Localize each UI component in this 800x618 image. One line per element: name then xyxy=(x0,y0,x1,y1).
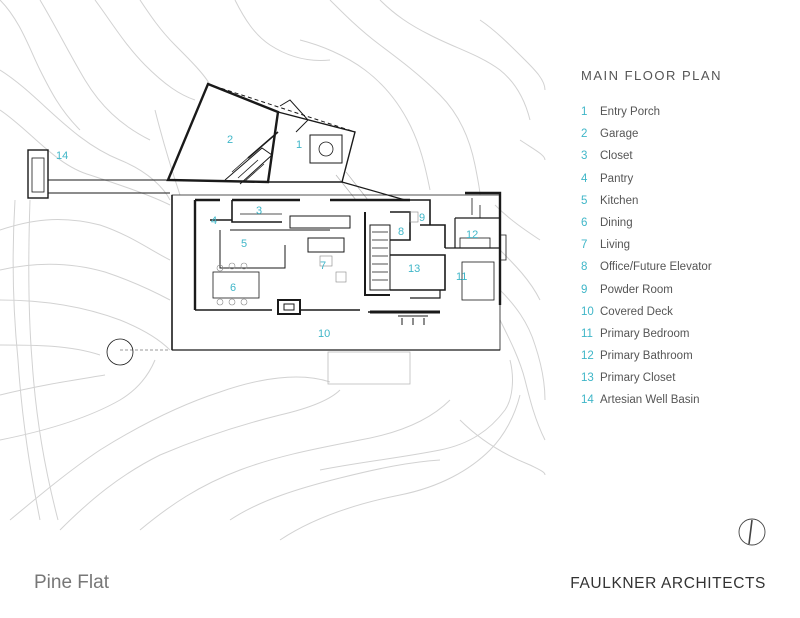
legend-item-4: 4 Pantry xyxy=(581,173,712,195)
artesian-well-basin xyxy=(27,149,170,199)
legend-number: 9 xyxy=(581,283,588,296)
legend-number: 3 xyxy=(581,150,588,163)
room-number-labels: 1 2 3 4 5 6 7 8 9 10 11 12 13 14 xyxy=(56,134,478,340)
plan-label-2: 2 xyxy=(227,134,233,146)
legend-label: Closet xyxy=(600,150,633,163)
plan-label-9: 9 xyxy=(419,212,425,224)
legend-label: Office/Future Elevator xyxy=(600,261,712,274)
project-name: Pine Flat xyxy=(34,572,109,593)
plan-label-3: 3 xyxy=(256,205,262,217)
legend-label: Covered Deck xyxy=(600,305,673,318)
legend-title: MAIN FLOOR PLAN xyxy=(581,68,722,83)
legend-item-13: 13 Primary Closet xyxy=(581,372,712,394)
legend-label: Entry Porch xyxy=(600,106,661,118)
legend-number: 1 xyxy=(581,106,588,118)
garage-entry-wing xyxy=(166,82,406,201)
plan-label-12: 12 xyxy=(466,229,478,241)
firm-name: FAULKNER ARCHITECTS xyxy=(570,575,766,592)
legend-number: 10 xyxy=(581,305,594,318)
legend-item-9: 9 Powder Room xyxy=(581,284,712,306)
legend-item-12: 12 Primary Bathroom xyxy=(581,350,712,372)
legend-list: 1 Entry Porch 2 Garage 3 Closet 4 Pantry 5 Ki… xyxy=(581,106,712,417)
legend-number: 5 xyxy=(581,194,588,207)
legend-item-2: 2 Garage xyxy=(581,128,712,150)
legend-label: Primary Bathroom xyxy=(600,350,693,363)
legend-item-11: 11 Primary Bedroom xyxy=(581,328,712,350)
site-circle xyxy=(106,338,134,366)
legend-item-7: 7 Living xyxy=(581,239,712,261)
plan-label-8: 8 xyxy=(398,226,404,238)
plan-label-10: 10 xyxy=(318,328,330,340)
legend-number: 4 xyxy=(581,172,588,185)
plan-label-7: 7 xyxy=(320,260,326,272)
legend-label: Dining xyxy=(600,216,633,229)
furniture xyxy=(216,211,419,306)
legend-number: 2 xyxy=(581,128,588,141)
plan-label-14: 14 xyxy=(56,150,68,162)
legend-number: 14 xyxy=(581,394,594,407)
plan-label-13: 13 xyxy=(408,263,420,275)
legend-label: Primary Closet xyxy=(600,372,676,385)
plan-label-1: 1 xyxy=(296,139,302,151)
legend-number: 12 xyxy=(581,350,594,363)
site-features xyxy=(120,171,411,385)
legend-label: Artesian Well Basin xyxy=(600,394,700,407)
legend-item-10: 10 Covered Deck xyxy=(581,306,712,328)
legend-label: Garage xyxy=(600,128,639,141)
plan-label-11: 11 xyxy=(456,271,467,283)
legend-number: 8 xyxy=(581,261,588,274)
plan-label-6: 6 xyxy=(230,282,236,294)
legend-number: 7 xyxy=(581,239,588,252)
legend-number: 13 xyxy=(581,372,594,385)
plan-label-5: 5 xyxy=(241,238,247,250)
legend-item-14: 14 Artesian Well Basin xyxy=(581,394,712,416)
plan-label-4: 4 xyxy=(211,215,217,227)
legend-label: Kitchen xyxy=(600,194,639,207)
legend-label: Living xyxy=(600,239,631,252)
legend-item-8: 8 Office/Future Elevator xyxy=(581,261,712,283)
legend-label: Pantry xyxy=(600,172,634,185)
legend-item-5: 5 Kitchen xyxy=(581,195,712,217)
legend-label: Powder Room xyxy=(600,283,673,296)
legend-item-3: 3 Closet xyxy=(581,150,712,172)
legend-number: 6 xyxy=(581,216,588,229)
legend-number: 11 xyxy=(581,327,593,340)
main-house-plan xyxy=(171,191,507,351)
north-arrow-icon xyxy=(738,518,766,546)
topographic-contours xyxy=(0,0,546,541)
legend-item-1: 1 Entry Porch xyxy=(581,106,712,128)
legend-item-6: 6 Dining xyxy=(581,217,712,239)
legend-label: Primary Bedroom xyxy=(600,327,690,340)
